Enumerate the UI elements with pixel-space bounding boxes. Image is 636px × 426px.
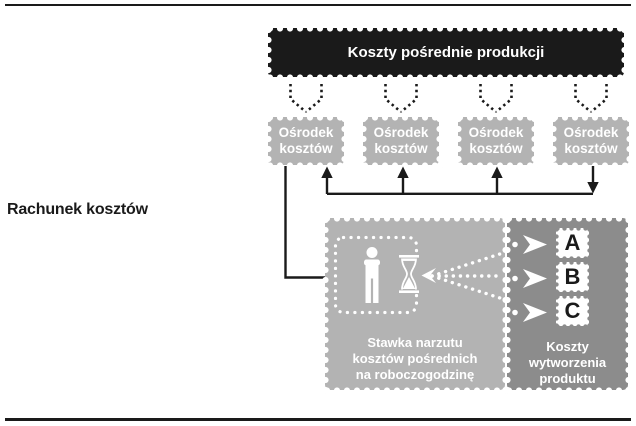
right-arrowhead-icon (512, 269, 547, 288)
product-b-label: B (564, 264, 581, 289)
allocation-fan-lines (430, 251, 505, 301)
person-icon (364, 247, 380, 303)
caption-line: kosztów pośrednich (352, 351, 478, 367)
cost-center-box-1: Ośrodek kosztów (264, 113, 348, 169)
dotted-down-arrow-icon (289, 84, 323, 113)
hourglass-icon (397, 254, 421, 294)
product-c-box: C (553, 293, 592, 329)
bottom-rule (5, 418, 631, 421)
indirect-costs-box: Koszty pośrednie produkcji (264, 24, 628, 81)
indirect-costs-label: Koszty pośrednie produkcji (347, 44, 545, 61)
product-cost-caption: Koszty wytworzenia produktu (507, 339, 628, 387)
cost-center-label: Ośrodek kosztów (373, 125, 429, 156)
top-rule (5, 4, 631, 6)
caption-line: na roboczogodzinę (355, 367, 475, 383)
right-arrowhead-icon (512, 303, 547, 322)
dotted-frame (333, 235, 419, 315)
cost-center-label: Ośrodek kosztów (278, 125, 334, 156)
dotted-down-arrow-icon (574, 84, 608, 113)
product-cost-box: A B C Koszty wytworzenia produktu (503, 214, 632, 394)
caption-line: Stawka narzutu (367, 335, 463, 351)
cost-center-box-3: Ośrodek kosztów (454, 113, 538, 169)
product-c-label: C (564, 298, 581, 323)
overhead-rate-caption: Stawka narzutu kosztów pośrednich na rob… (325, 335, 505, 383)
cost-center-label: Ośrodek kosztów (563, 125, 619, 156)
caption-line: produktu (539, 370, 596, 386)
dotted-down-arrow-icon (479, 84, 513, 113)
small-left-arrowhead-icon (421, 268, 436, 283)
cost-center-box-2: Ośrodek kosztów (359, 113, 443, 169)
product-a-label: A (564, 230, 581, 255)
caption-line: wytworzenia (528, 354, 607, 370)
dotted-down-arrow-icon (384, 84, 418, 113)
overhead-rate-box: Stawka narzutu kosztów pośrednich na rob… (321, 214, 509, 394)
product-a-box: A (553, 225, 592, 261)
right-arrowhead-icon (512, 235, 547, 254)
cost-center-label: Ośrodek kosztów (468, 125, 524, 156)
caption-line: Koszty (546, 339, 589, 354)
page-title: Rachunek kosztów (7, 201, 148, 218)
cost-center-box-4: Ośrodek kosztów (549, 113, 633, 169)
product-b-box: B (553, 259, 592, 295)
